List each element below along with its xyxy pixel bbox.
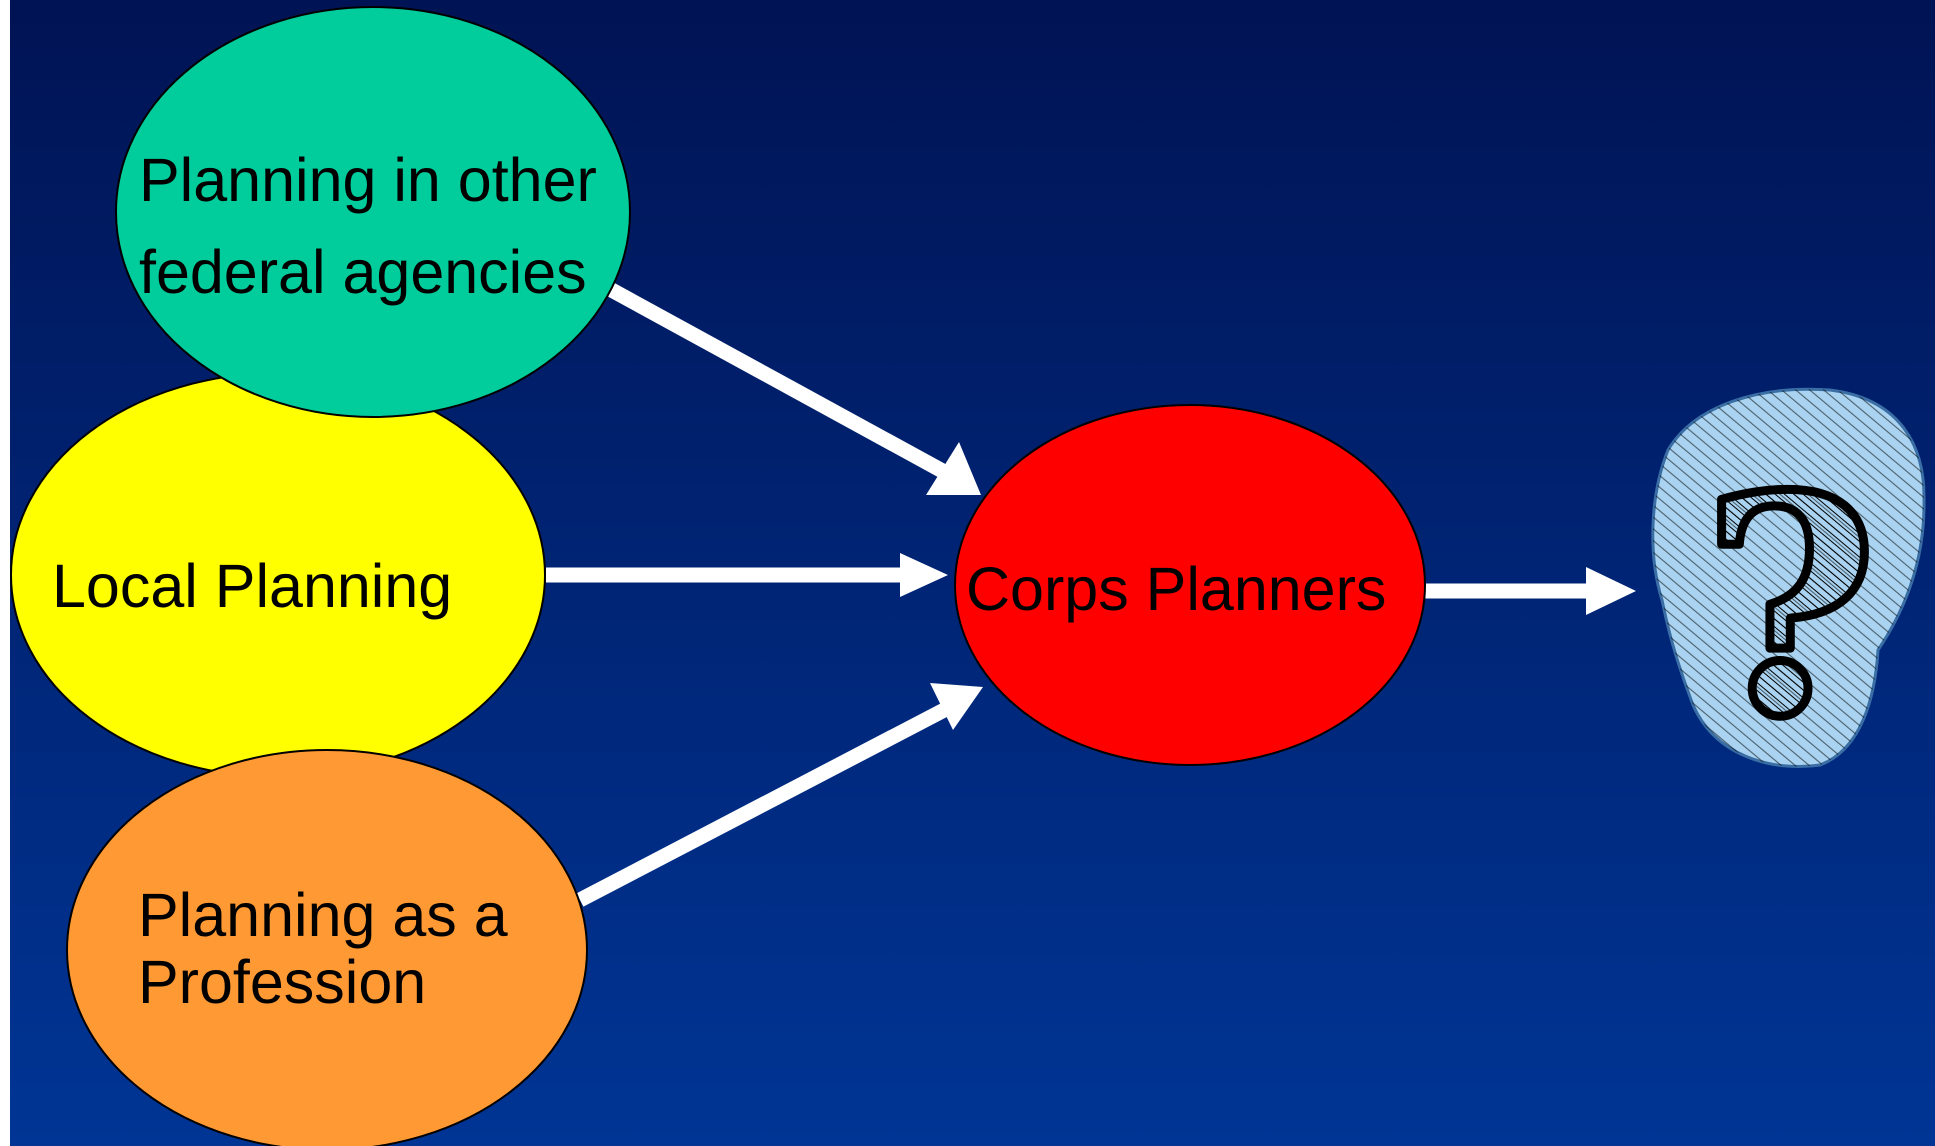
node-label: Local Planning: [52, 552, 452, 620]
arrow-local-to-corps: [546, 553, 948, 597]
node-planning-profession: Planning as a Profession: [66, 749, 588, 1146]
question-glyph: ?: [1702, 430, 1878, 783]
node-label-line-1: Planning in other: [139, 146, 597, 214]
question-mark-icon: ?: [1651, 387, 1926, 788]
node-label-line-2: federal agencies: [139, 238, 587, 306]
white-left-margin: [0, 0, 10, 1146]
node-corps-planners: Corps Planners: [954, 404, 1426, 766]
arrow-corps-to-question: [1425, 567, 1636, 615]
node-label-line-1: Planning as a: [138, 881, 508, 949]
node-other-agencies: Planning in other federal agencies: [115, 6, 631, 418]
arrow-other-agencies-to-corps: [604, 281, 981, 495]
node-label: Corps Planners: [966, 555, 1386, 623]
node-label-line-2: Profession: [138, 948, 426, 1016]
arrow-profession-to-corps: [576, 683, 983, 907]
node-local-planning: Local Planning: [10, 372, 546, 778]
